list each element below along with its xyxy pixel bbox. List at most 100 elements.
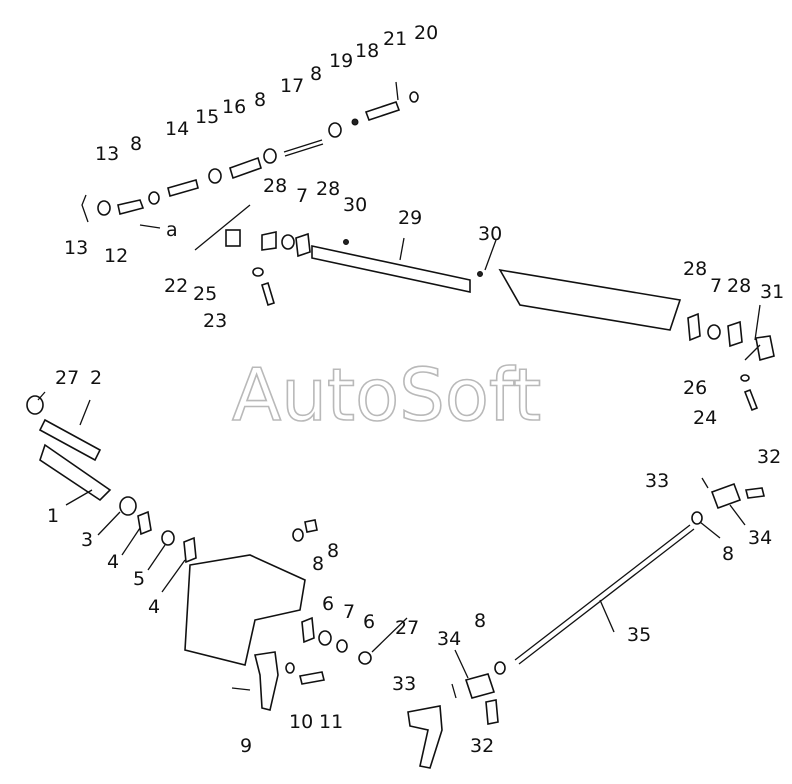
callout-30-left: 30	[343, 194, 367, 216]
part-32-pin-lower	[485, 699, 499, 725]
part-35-rod	[514, 524, 695, 665]
callout-a-upper: a	[166, 219, 178, 241]
part-9-bolt	[304, 519, 318, 533]
callout-8-pedal: 8	[312, 553, 324, 575]
callout-23: 20	[414, 22, 438, 44]
callout-7a: 7	[296, 185, 308, 207]
callout-22: 19	[329, 50, 353, 72]
part-4-bushing-2	[183, 536, 197, 564]
part-33-clip-upper	[701, 477, 709, 489]
part-3-washer	[119, 496, 137, 516]
part-13-stopper-left	[26, 395, 44, 415]
ref-a-arrow-upper	[139, 224, 161, 229]
leader-31	[744, 344, 761, 361]
part-12-bolt	[299, 671, 325, 685]
leader-3	[97, 511, 121, 536]
part-27-pin-right	[740, 374, 750, 382]
upper-shaft-assembly	[194, 204, 775, 412]
callout-32-lower: 32	[470, 735, 494, 757]
part-8-nut-2	[263, 148, 277, 164]
callout-8-lower: 8	[474, 610, 486, 632]
callout-4a: 4	[107, 551, 119, 573]
callout-13-left: 27	[55, 367, 79, 389]
callout-6b: 6	[363, 611, 375, 633]
leader-13-right	[371, 617, 408, 653]
part-16-bolt	[117, 199, 145, 215]
callout-26-left: 23	[203, 310, 227, 332]
callout-9: 8	[327, 540, 339, 562]
callout-24: 21	[383, 28, 407, 50]
part-6-bushing-1	[301, 616, 315, 644]
leader-8-right	[699, 521, 721, 539]
callout-25: 22	[164, 275, 188, 297]
part-14-nut	[97, 200, 111, 216]
pedal-assembly	[26, 395, 372, 711]
part-11-washer	[285, 662, 295, 674]
callout-31: 31	[760, 281, 784, 303]
leader-1	[65, 489, 93, 506]
callout-35: 35	[627, 624, 651, 646]
callout-7c: 7	[343, 601, 355, 623]
callout-11: 10	[289, 711, 313, 733]
part-8-nut-1	[148, 191, 160, 205]
part-28-bushing-3	[687, 312, 701, 342]
leader-30-right	[484, 239, 497, 271]
callout-29: 29	[398, 207, 422, 229]
part-29-shaft	[311, 245, 471, 293]
part-32-pin-upper	[745, 487, 765, 499]
ref-a-arrow-lower	[231, 687, 251, 691]
callout-18: 15	[195, 106, 219, 128]
callout-5: 5	[133, 568, 145, 590]
callout-28-left-1: 28	[263, 175, 287, 197]
leader-4b	[161, 559, 186, 593]
callout-30-right: 30	[478, 223, 502, 245]
callout-16: 13	[95, 143, 119, 165]
callout-33-upper: 33	[645, 470, 669, 492]
callout-19: 16	[222, 96, 246, 118]
part-28-bushing-2	[295, 232, 311, 258]
part-8-nut-4	[292, 528, 304, 542]
part-26-bolt-right	[743, 388, 759, 412]
part-31-lever	[755, 335, 775, 362]
callout-34-upper: 34	[748, 527, 772, 549]
part-29-bracket	[498, 268, 682, 331]
part-10-lever	[254, 651, 279, 711]
part-2-pedal-pad	[38, 418, 102, 462]
callout-8-upper-2: 8	[254, 89, 266, 111]
part-23-nut	[409, 91, 419, 103]
leader-13-left	[37, 391, 46, 401]
part-7-bushing-3	[318, 630, 332, 646]
callout-21: 18	[355, 40, 379, 62]
callout-17: 14	[165, 118, 189, 140]
callout-1: 1	[47, 505, 59, 527]
leader-29	[399, 237, 405, 261]
part-34-clevis-upper	[710, 482, 742, 510]
part-7-bushing-1	[281, 234, 295, 250]
part-27-pin-left	[252, 267, 264, 277]
callout-34-lower: 34	[437, 628, 461, 650]
watermark-text: AutoSoft	[232, 353, 541, 437]
part-28-bushing-4	[727, 320, 743, 348]
callout-28-right-1: 28	[683, 258, 707, 280]
part-33-clip-lower	[451, 683, 457, 699]
callout-26-right: 24	[693, 407, 717, 429]
part-26-bolt-left	[261, 281, 275, 307]
callout-28-left-2: 28	[316, 178, 340, 200]
part-8-nut-5	[691, 511, 703, 525]
part-6-bushing-2	[336, 639, 348, 653]
leader-25	[194, 204, 251, 251]
leader-lines	[37, 237, 761, 679]
callout-8-upper-1: 8	[130, 133, 142, 155]
callout-28-right-2: 28	[727, 275, 751, 297]
part-15-pin	[81, 194, 89, 223]
callout-33-lower: 33	[392, 673, 416, 695]
leader-2	[79, 399, 91, 426]
callout-7b: 7	[710, 275, 722, 297]
part-34-clevis-lower	[464, 673, 496, 699]
part-13-stopper-right	[358, 651, 372, 665]
part-25-lever	[225, 229, 241, 247]
callout-20: 17	[280, 75, 304, 97]
callout-6a: 6	[322, 593, 334, 615]
lower-lever-arm	[407, 705, 443, 769]
